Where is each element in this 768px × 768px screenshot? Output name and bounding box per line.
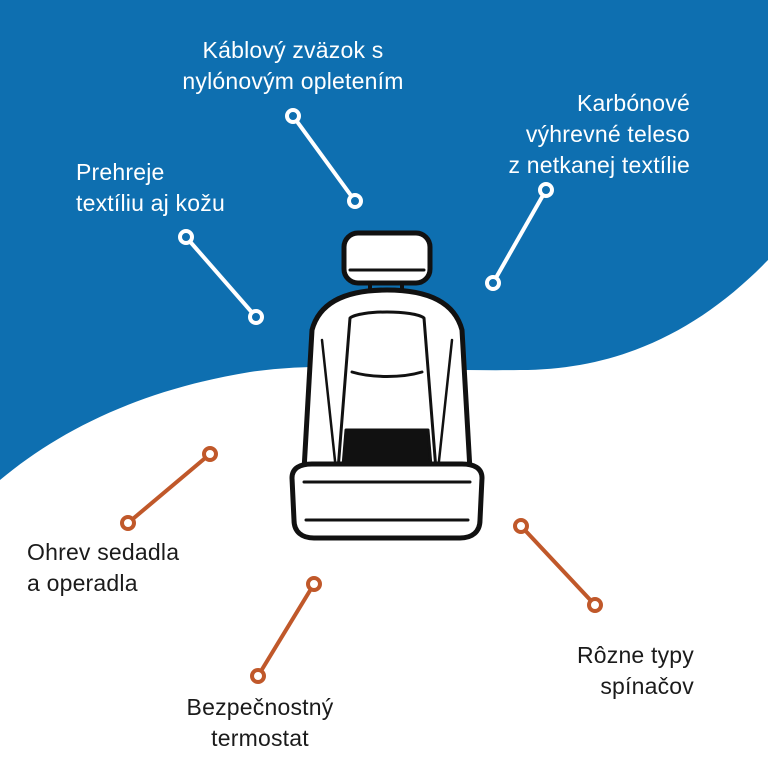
pointer-thermostat: [250, 576, 322, 684]
car-seat-icon: [289, 230, 485, 541]
label-switches-line2: spínačov: [600, 673, 694, 699]
label-switches: Rôzne typy spínačov: [512, 640, 694, 702]
pointer-switches: [513, 518, 603, 613]
label-carbon-line1: Karbónové: [576, 90, 690, 116]
pointer-heats: [178, 229, 264, 325]
label-cable: Káblový zväzok s nylónovým opletením: [158, 35, 428, 97]
label-carbon: Karbónové výhrevné teleso z netkanej tex…: [430, 88, 690, 181]
label-heats: Prehreje textíliu aj kožu: [76, 157, 276, 219]
label-cable-line2: nylónovým opletením: [182, 68, 404, 94]
label-thermostat-line1: Bezpečnostný: [186, 694, 334, 720]
label-thermostat-line2: termostat: [211, 725, 309, 751]
label-carbon-line3: z netkanej textílie: [508, 152, 690, 178]
label-heating: Ohrev sedadla a operadla: [27, 537, 227, 599]
pointer-carbon: [485, 182, 554, 291]
pointer-heating: [120, 446, 218, 531]
label-heating-line1: Ohrev sedadla: [27, 539, 180, 565]
label-heats-line1: Prehreje: [76, 159, 165, 185]
label-cable-line1: Káblový zväzok s: [202, 37, 384, 63]
label-carbon-line2: výhrevné teleso: [525, 121, 690, 147]
label-heating-line2: a operadla: [27, 570, 138, 596]
pointer-cable: [285, 108, 363, 209]
label-switches-line1: Rôzne typy: [576, 642, 694, 668]
label-heats-line2: textíliu aj kožu: [76, 190, 225, 216]
label-thermostat: Bezpečnostný termostat: [160, 692, 360, 754]
